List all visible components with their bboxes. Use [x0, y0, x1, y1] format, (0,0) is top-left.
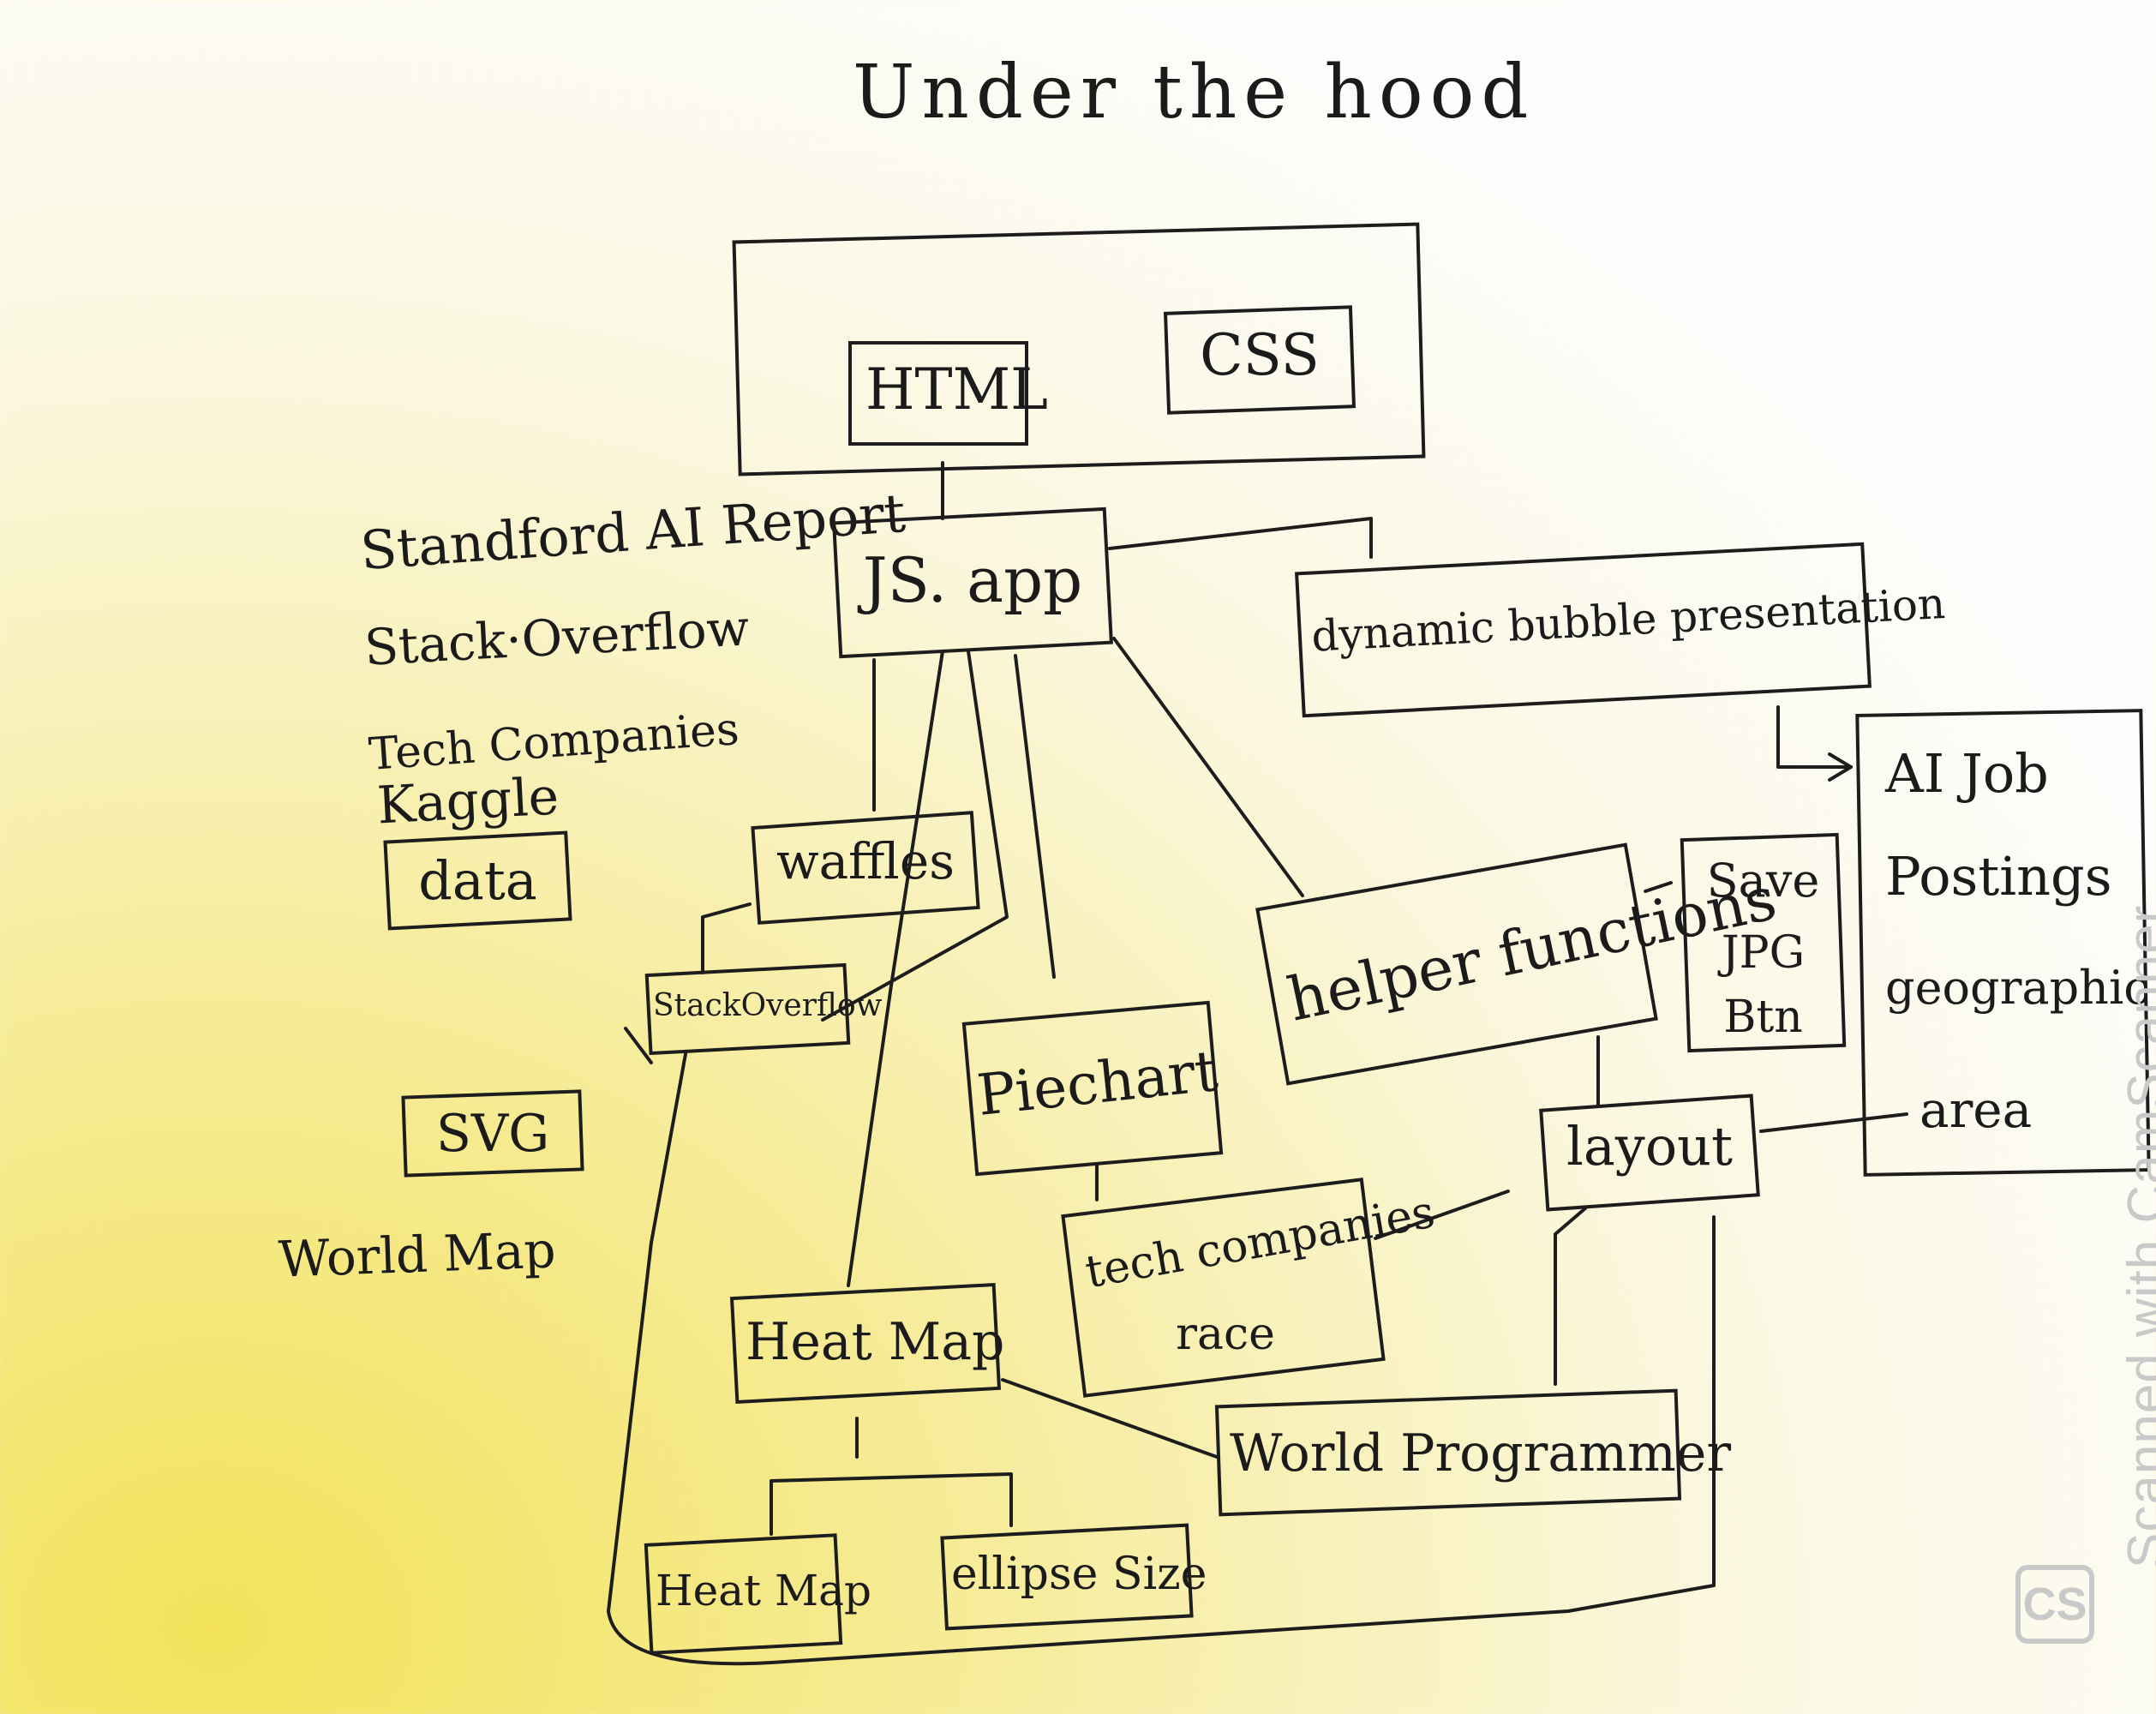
connector-waffles-stack	[701, 902, 752, 974]
waffles-label: waffles	[776, 832, 955, 890]
connector-heatmap-worldprog	[1001, 1378, 1219, 1459]
layout-label: layout	[1566, 1115, 1733, 1178]
ai-job-line3: geographic	[1885, 961, 2150, 1015]
connector-helper-save	[1644, 881, 1673, 893]
tech-race-line2: race	[1176, 1309, 1275, 1360]
data-label: data	[418, 849, 537, 912]
html-box	[848, 341, 1028, 446]
stackoverflow-label: StackOverflow	[653, 988, 883, 1023]
heat-map-label: Heat Map	[656, 1566, 872, 1615]
connector-app-helper	[1112, 637, 1304, 897]
save-jpg-line1: Save	[1706, 854, 1820, 908]
camscanner-logo-icon: CS	[2015, 1565, 2094, 1644]
ai-job-line2: Postings	[1885, 845, 2112, 908]
connector-app-heatmap	[847, 650, 944, 1287]
connector-heatmap-children	[770, 1472, 1013, 1531]
css-label: CSS	[1200, 322, 1320, 388]
ai-job-line1: AI Job	[1885, 742, 2049, 805]
ellipse-size-label: ellipse Size	[951, 1549, 1207, 1600]
connector-race-layout	[1374, 1190, 1510, 1240]
world-programmer-label: World Programmer	[1230, 1423, 1732, 1483]
world-map-text: World Map	[277, 1220, 557, 1289]
heat-map-top-label: Heat Map	[746, 1312, 1005, 1372]
diagram-title: Under the hood	[853, 50, 1536, 135]
connector-app-stackoverflow	[821, 650, 1009, 1022]
connector-bubble-aijob	[1776, 705, 1848, 769]
connector-layout-worldprog	[1554, 1207, 1587, 1386]
save-jpg-line2: JPG	[1721, 927, 1806, 979]
connector-app-bubble	[1108, 517, 1373, 559]
save-jpg-line3: Btn	[1723, 992, 1803, 1043]
source-kaggle: Kaggle	[375, 766, 560, 836]
connector-layout-aijob	[1759, 1112, 1908, 1133]
ai-job-line4: area	[1919, 1081, 2033, 1139]
js-app-label: JS. app	[862, 544, 1083, 616]
svg-label: SVG	[435, 1104, 550, 1164]
scanner-watermark: Scanned with CamScanner	[2117, 904, 2156, 1568]
connector-stack-bottom	[607, 1052, 1716, 1666]
connector-app-piechart	[1014, 654, 1056, 979]
html-label: HTML	[865, 357, 1048, 423]
